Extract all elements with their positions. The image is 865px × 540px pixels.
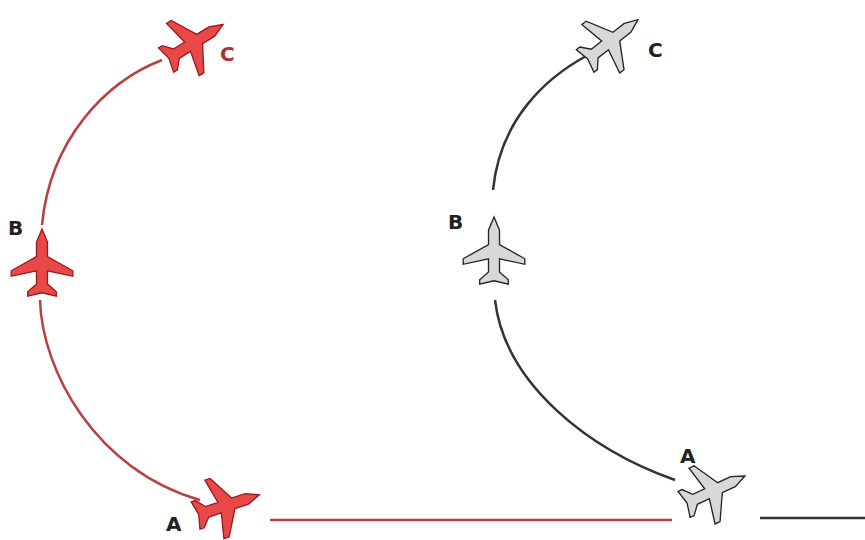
red-jets [11,0,269,540]
black-flight-path [493,55,865,518]
point-label: A [166,514,181,534]
red-flight-path [40,60,672,520]
point-label: B [448,212,463,232]
point-label: C [220,44,235,64]
point-label: C [648,40,663,60]
black-jets [463,0,758,532]
point-label: B [8,218,23,238]
point-label: A [680,446,695,466]
